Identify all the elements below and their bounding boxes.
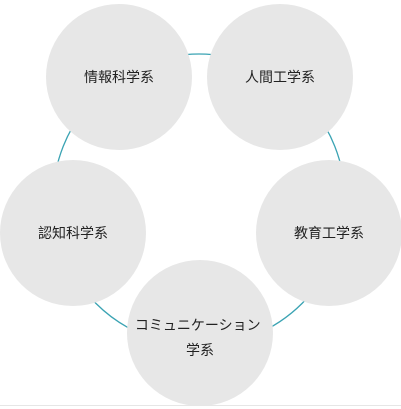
- node-circle: [256, 160, 401, 306]
- bottom-divider: [0, 405, 401, 406]
- node-label: コミュニケーション 学系: [135, 318, 265, 359]
- node-ningen: 人間工学系: [207, 4, 353, 150]
- node-circle: [46, 4, 192, 150]
- node-label: 人間工学系: [245, 70, 315, 86]
- node-joho: 情報科学系: [46, 4, 192, 150]
- node-label: 認知科学系: [38, 225, 108, 242]
- node-label: 情報科学系: [84, 70, 154, 86]
- node-kyoiku: 教育工学系: [256, 160, 401, 306]
- node-circle: [0, 160, 146, 306]
- node-communication: コミュニケーション 学系: [127, 260, 273, 406]
- node-ninchi: 認知科学系: [0, 160, 146, 306]
- node-circle: [127, 260, 273, 406]
- node-circle: [207, 4, 353, 150]
- node-label: 教育工学系: [294, 226, 364, 242]
